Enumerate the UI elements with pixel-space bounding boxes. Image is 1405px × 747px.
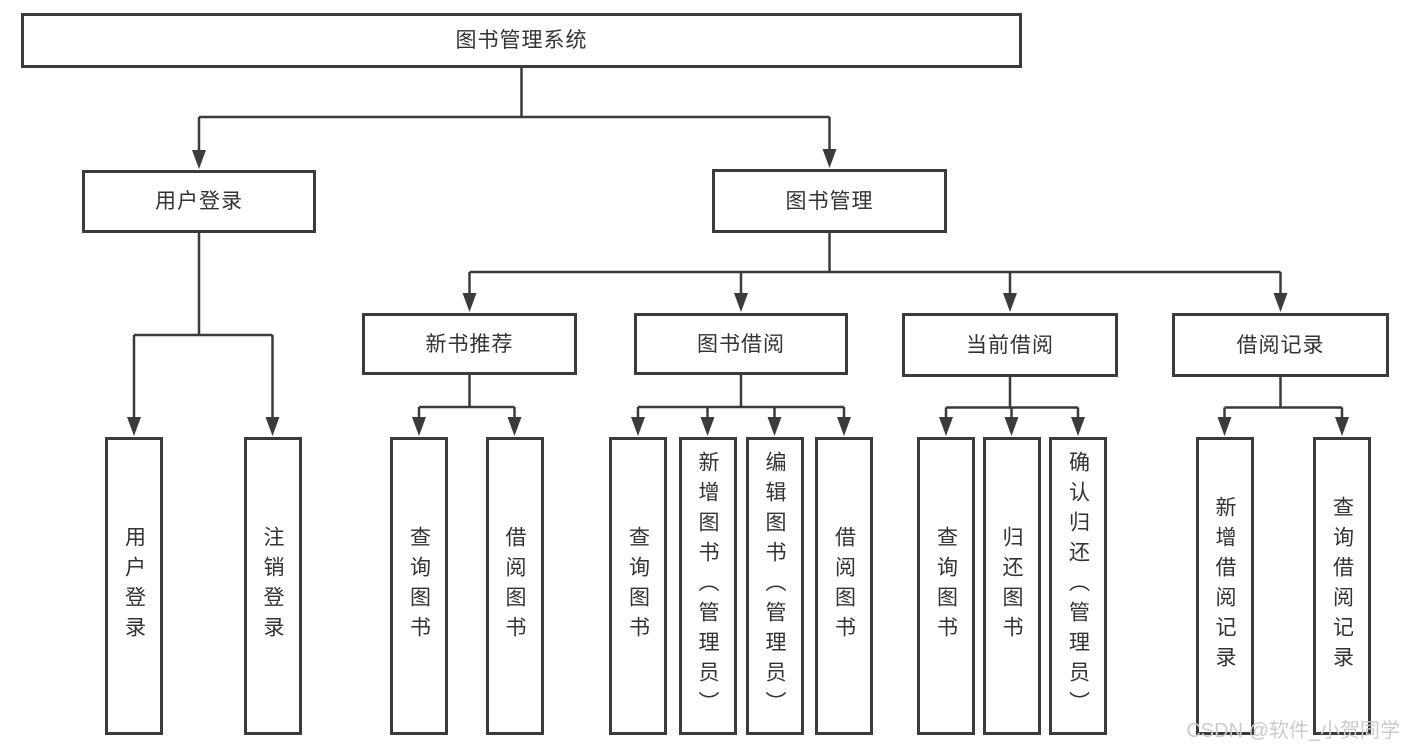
leaf-confirm-return-admin: 确认归还（管理员） [1049, 437, 1107, 735]
leaf-logout: 注销登录 [243, 437, 302, 735]
leaf-recommend-query-books: 查询图书 [390, 437, 448, 735]
node-borrow-records: 借阅记录 [1172, 313, 1389, 377]
node-book-borrow: 图书借阅 [634, 313, 848, 375]
leaf-query-borrow-record: 查询借阅记录 [1313, 437, 1371, 735]
leaf-user-login: 用户登录 [105, 437, 163, 735]
arrowhead-icons [127, 149, 1349, 436]
leaf-edit-books-admin: 编辑图书（管理员） [745, 437, 804, 735]
leaf-add-borrow-record: 新增借阅记录 [1195, 437, 1254, 735]
leaf-return-books: 归还图书 [982, 437, 1041, 735]
leaf-recommend-borrow-books: 借阅图书 [485, 437, 544, 735]
leaf-add-books-admin: 新增图书（管理员） [678, 437, 737, 735]
node-new-book-recommend: 新书推荐 [362, 313, 577, 375]
node-root: 图书管理系统 [21, 13, 1022, 68]
node-book-management: 图书管理 [712, 169, 947, 233]
node-user-login: 用户登录 [82, 170, 316, 233]
leaf-current-query-books: 查询图书 [917, 437, 975, 735]
leaf-borrow-books: 借阅图书 [815, 437, 873, 735]
node-current-borrow: 当前借阅 [902, 313, 1118, 377]
leaf-borrow-query-books: 查询图书 [609, 437, 667, 735]
tree-connector-strokes [132, 68, 1344, 420]
